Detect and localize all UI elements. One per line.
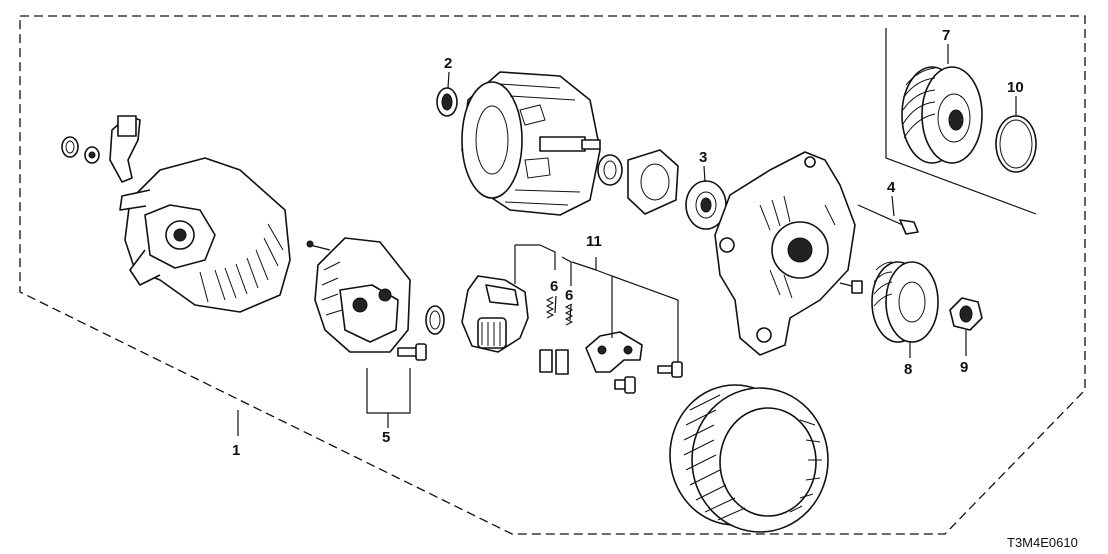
retainer-plate	[627, 149, 679, 215]
diagram-code: T3M4E0610	[1007, 535, 1078, 550]
small-bolt	[839, 280, 863, 294]
leader-lines	[237, 44, 1017, 436]
stator-part	[669, 384, 829, 533]
pulley-part	[871, 261, 939, 343]
inset-box	[885, 28, 1037, 215]
assembly-boundary	[19, 15, 1086, 535]
pulley-nut-part	[949, 297, 983, 331]
rotor-part	[436, 71, 601, 216]
callout-3: 3	[699, 149, 707, 166]
brush-springs	[539, 296, 574, 375]
rear-housing-part	[61, 115, 291, 313]
bearing-sleeve	[597, 154, 623, 186]
callout-4: 4	[887, 179, 896, 196]
front-housing-part	[714, 151, 856, 356]
callout-5: 5	[382, 429, 390, 446]
clutch-pulley-part	[901, 66, 983, 164]
retaining-ring	[425, 305, 445, 335]
callout-10: 10	[1007, 79, 1024, 96]
callout-7: 7	[942, 27, 950, 44]
callout-2: 2	[444, 55, 452, 72]
front-bearing-part	[685, 180, 727, 230]
terminal-bracket	[585, 331, 683, 394]
callout-6-left: 6	[550, 278, 558, 295]
callout-1: 1	[232, 442, 240, 459]
o-ring-part	[995, 115, 1037, 173]
callout-8: 8	[904, 361, 912, 378]
rectifier-plate-part	[306, 237, 427, 361]
callout-6-right: 6	[565, 287, 573, 304]
regulator-part	[461, 275, 529, 353]
through-bolt-part	[857, 204, 919, 235]
callout-11: 11	[586, 233, 602, 250]
callout-9: 9	[960, 359, 968, 376]
